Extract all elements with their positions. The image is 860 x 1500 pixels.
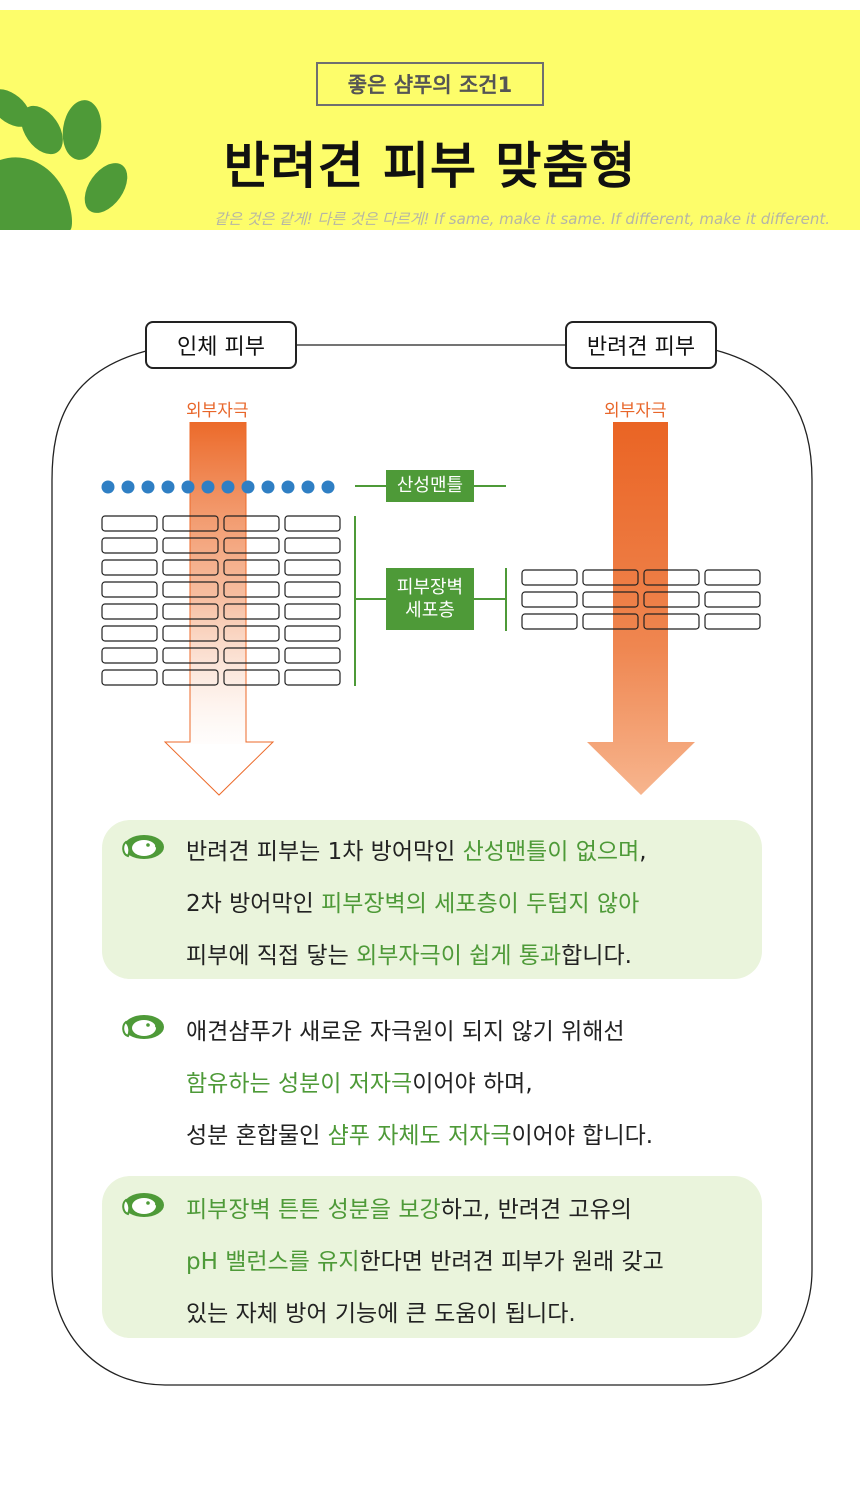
note-text: 2차 방어막인 [186,891,322,917]
right-stimulus-arrow [587,422,695,795]
highlight-text: 산성맨틀이 없으며 [462,839,640,865]
skin-barrier-label-1: 피부장벽 [396,576,464,598]
highlight-text: 피부장벽의 세포층이 두텁지 않아 [321,891,640,917]
note-text: 합니다. [561,943,632,969]
note-text: 하고, 반려견 고유의 [440,1197,632,1223]
note-text: 이어야 합니다. [511,1123,654,1149]
highlight-text: 피부장벽 튼튼 성분을 보강 [186,1197,441,1223]
highlight-text: pH 밸런스를 유지 [186,1249,360,1275]
note-text: 한다면 반려견 피부가 원래 갖고 [359,1249,664,1275]
stimulus-label-right: 외부자극 [604,401,667,421]
note-text: , [639,839,647,865]
note-3-line-1: 피부장벽 튼튼 성분을 보강하고, 반려견 고유의 [186,1190,632,1224]
note-1-line-3: 피부에 직접 닿는 외부자극이 쉽게 통과합니다. [186,936,632,970]
note-2-line-1: 애견샴푸가 새로운 자극원이 되지 않기 위해선 [186,1012,625,1046]
human-skin-cells [101,515,341,686]
dog-face-icon [122,1015,164,1039]
page-title: 반려견 피부 맞춤형 [223,137,637,195]
note-text: 성분 혼합물인 [186,1123,328,1149]
dog-skin-label: 반려견 피부 [565,321,717,369]
human-skin-label: 인체 피부 [145,321,297,369]
note-card-3: 피부장벽 튼튼 성분을 보강하고, 반려견 고유의 pH 밸런스를 유지한다면 … [102,1176,762,1338]
acid-mantle-tag: 산성맨틀 [386,470,474,502]
highlight-text: 외부자극이 쉽게 통과 [356,943,562,969]
skin-barrier-label-2: 세포층 [405,600,455,621]
tagline: 같은 것은 같게! 다른 것은 다르게! If same, make it sa… [214,210,830,228]
dog-skin-cells [521,569,761,630]
dog-face-icon [122,835,164,859]
note-3-line-3: 있는 자체 방어 기능에 큰 도움이 됩니다. [186,1294,576,1328]
acid-mantle-label: 산성맨틀 [396,475,464,497]
note-1-line-1: 반려견 피부는 1차 방어막인 산성맨틀이 없으며, [186,832,647,866]
skin-barrier-tag: 피부장벽 세포층 [386,568,474,630]
note-text: 이어야 하며, [412,1071,533,1097]
note-card-1: 반려견 피부는 1차 방어막인 산성맨틀이 없으며, 2차 방어막인 피부장벽의… [102,820,762,979]
paw-print-icon [0,89,128,230]
dog-face-icon [122,1193,164,1217]
note-text: 있는 자체 방어 기능에 큰 도움이 됩니다. [186,1301,576,1327]
acid-mantle-dots [101,480,335,494]
note-2-line-2: 함유하는 성분이 저자극이어야 하며, [186,1064,533,1098]
note-card-2: 애견샴푸가 새로운 자극원이 되지 않기 위해선 함유하는 성분이 저자극이어야… [102,1000,762,1159]
subtitle-box: 좋은 샴푸의 조건1 [316,62,544,106]
highlight-text: 샴푸 자체도 저자극 [327,1123,512,1149]
left-stimulus-arrow [163,422,275,796]
note-text: 애견샴푸가 새로운 자극원이 되지 않기 위해선 [186,1019,625,1045]
header-banner: 좋은 샴푸의 조건1 반려견 피부 맞춤형 같은 것은 같게! 다른 것은 다르… [0,10,860,230]
note-3-line-2: pH 밸런스를 유지한다면 반려견 피부가 원래 갖고 [186,1242,664,1276]
note-text: 피부에 직접 닿는 [186,943,357,969]
stimulus-label-left: 외부자극 [186,401,249,421]
note-1-line-2: 2차 방어막인 피부장벽의 세포층이 두텁지 않아 [186,884,639,918]
highlight-text: 함유하는 성분이 저자극 [186,1071,413,1097]
note-text: 반려견 피부는 1차 방어막인 [186,839,463,865]
note-2-line-3: 성분 혼합물인 샴푸 자체도 저자극이어야 합니다. [186,1116,653,1150]
